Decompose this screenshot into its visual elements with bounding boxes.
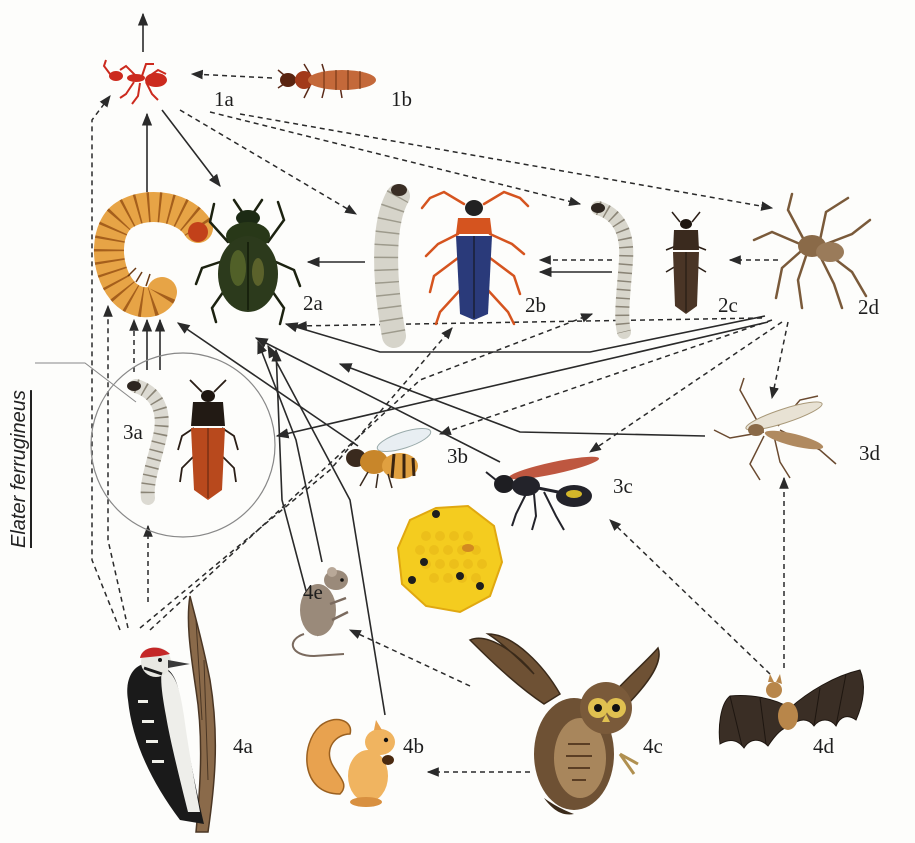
label-3a: 3a — [123, 420, 143, 445]
label-2d: 2d — [858, 295, 879, 320]
label-2a: 2a — [303, 291, 323, 316]
spider-icon — [754, 194, 870, 308]
woodpecker-icon — [127, 596, 215, 832]
label-4b: 4b — [403, 734, 424, 759]
label-3b: 3b — [447, 444, 468, 469]
label-2b: 2b — [525, 293, 546, 318]
rose-chafer-icon — [196, 200, 300, 324]
arrow-ant-to-scarab — [162, 110, 220, 186]
label-4a: 4a — [233, 734, 253, 759]
arrow-ant-to-larva2b — [180, 110, 356, 214]
honeycomb-icon — [398, 506, 502, 612]
label-1a: 1a — [214, 87, 234, 112]
crane-fly-icon — [714, 378, 836, 480]
elater-circle — [91, 353, 275, 537]
label-2c: 2c — [718, 293, 738, 318]
arrow-2d-to-3b — [440, 320, 772, 434]
arrow-woodpecker-to-ant — [92, 96, 120, 630]
label-4d: 4d — [813, 734, 834, 759]
label-4c: 4c — [643, 734, 663, 759]
arrow-1b-to-ant — [192, 74, 272, 78]
cardinal-larva-icon — [386, 184, 407, 336]
click-beetle-icon — [666, 212, 706, 314]
arrow-owl-to-rat — [350, 630, 470, 686]
scarab-grub-icon — [109, 207, 208, 302]
squirrel-icon — [307, 720, 395, 807]
cardinal-beetle-icon — [422, 192, 528, 324]
wireworm-icon — [591, 203, 626, 332]
owl-icon — [470, 634, 659, 814]
wasp-icon — [486, 453, 600, 530]
bat-icon — [719, 670, 863, 748]
label-3c: 3c — [613, 474, 633, 499]
arrow-bee-to-grub — [178, 323, 358, 446]
arrow-cranefly-to-scarab — [340, 364, 705, 436]
arrow-squirrel-to-scarab — [268, 346, 385, 715]
arrow-2d-to-3a — [277, 322, 768, 436]
ant-icon — [104, 60, 167, 104]
arrow-woodpecker-to-grub — [108, 306, 128, 628]
honeybee-icon — [346, 424, 433, 488]
rove-beetle-icon — [278, 64, 376, 98]
elater-beetle-icon — [178, 380, 238, 500]
elater-label-leader — [35, 363, 136, 402]
label-3d: 3d — [859, 441, 880, 466]
arrow-2d-to-2a-dashed — [296, 318, 762, 326]
label-1b: 1b — [391, 87, 412, 112]
arrow-2d-to-3d — [772, 322, 788, 398]
arrow-bat-to-wasp — [610, 520, 770, 674]
label-4e: 4e — [303, 580, 323, 605]
species-label-elater-ferrugineus: Elater ferrugineus — [8, 390, 31, 548]
